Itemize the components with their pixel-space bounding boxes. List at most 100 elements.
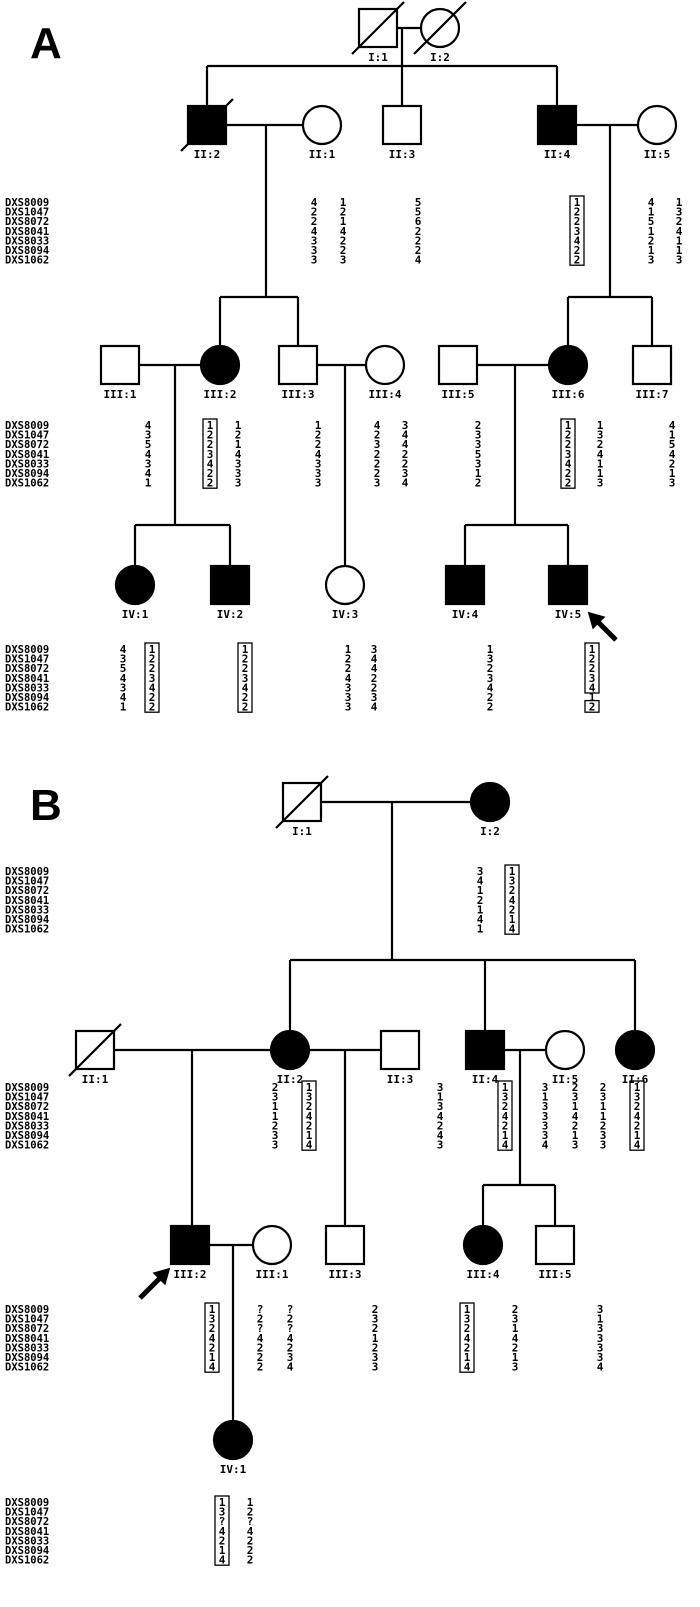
allele: 3 — [219, 1506, 226, 1519]
allele: 2 — [415, 234, 422, 247]
allele: 3 — [145, 457, 152, 470]
allele: 3 — [464, 1313, 471, 1326]
deceased-slash — [68, 1023, 122, 1077]
marker-label: DXS8033 — [5, 1535, 49, 1547]
allele: 3 — [315, 467, 322, 480]
allele: 2 — [345, 662, 352, 675]
allele: 3 — [372, 1361, 379, 1374]
allele: 2 — [502, 1100, 509, 1113]
allele: 2 — [487, 662, 494, 675]
allele: 1 — [565, 419, 572, 432]
disease-haplotype-box — [584, 642, 600, 694]
allele: 2 — [272, 1081, 279, 1094]
allele: 2 — [565, 438, 572, 451]
marker-label: DXS1062 — [5, 1362, 49, 1374]
allele: 5 — [145, 438, 152, 451]
deceased-slash — [413, 1, 467, 55]
disease-haplotype-box — [497, 1080, 513, 1151]
allele: 1 — [600, 1100, 607, 1113]
individual-id: II:6 — [622, 1073, 649, 1086]
allele: 3 — [669, 477, 676, 490]
allele: 3 — [572, 1139, 579, 1152]
allele: 1 — [235, 438, 242, 451]
allele: 2 — [287, 1313, 294, 1326]
allele: 4 — [509, 923, 516, 936]
allele: 4 — [287, 1332, 294, 1345]
allele: 2 — [242, 691, 249, 704]
allele: 2 — [676, 215, 683, 228]
allele: 4 — [345, 672, 352, 685]
allele: 2 — [565, 429, 572, 442]
deceased-slash — [351, 1, 405, 55]
allele: 3 — [345, 701, 352, 714]
panel-a: ADXS8009DXS1047DXS8072DXS8041DXS8033DXS8… — [5, 1, 683, 714]
allele: 1 — [477, 884, 484, 897]
allele: 2 — [235, 429, 242, 442]
allele: 3 — [512, 1313, 519, 1326]
allele: 4 — [207, 457, 214, 470]
individual-id: IV:1 — [220, 1463, 247, 1476]
marker-label: DXS8009 — [5, 1082, 49, 1094]
individual-id: II:4 — [472, 1073, 499, 1086]
allele: 2 — [634, 1100, 641, 1113]
individual-ii-2: II:2 — [180, 98, 234, 161]
individual-id: II:3 — [389, 148, 416, 161]
allele: 2 — [402, 448, 409, 461]
individual-id: II:4 — [544, 148, 571, 161]
allele: 4 — [648, 196, 655, 209]
allele: 4 — [306, 1139, 313, 1152]
female-symbol — [269, 1029, 311, 1071]
allele: 4 — [502, 1139, 509, 1152]
allele: 1 — [242, 643, 249, 656]
marker-label: DXS8072 — [5, 663, 49, 675]
allele: 4 — [669, 419, 676, 432]
allele: 2 — [371, 681, 378, 694]
allele: 1 — [477, 903, 484, 916]
allele: 3 — [597, 1341, 604, 1354]
allele: ? — [219, 1515, 226, 1528]
individual-id: III:5 — [441, 388, 474, 401]
allele: 3 — [371, 691, 378, 704]
female-symbol — [462, 1224, 504, 1266]
allele: 4 — [315, 448, 322, 461]
allele: 2 — [311, 206, 318, 219]
allele: 3 — [235, 457, 242, 470]
allele: 3 — [235, 477, 242, 490]
individual-id: I:1 — [368, 51, 388, 64]
allele: 3 — [372, 1313, 379, 1326]
allele: 2 — [372, 1303, 379, 1316]
marker-label: DXS8009 — [5, 420, 49, 432]
allele: 3 — [589, 672, 596, 685]
allele: 5 — [120, 662, 127, 675]
allele: 3 — [149, 672, 156, 685]
allele: 2 — [340, 244, 347, 257]
allele: 2 — [287, 1341, 294, 1354]
allele: 3 — [306, 1091, 313, 1104]
allele: 3 — [542, 1119, 549, 1132]
allele: 2 — [415, 244, 422, 257]
allele: 2 — [464, 1341, 471, 1354]
female-symbol — [324, 564, 366, 606]
marker-label: DXS8094 — [5, 245, 49, 257]
marker-label: DXS1062 — [5, 1140, 49, 1152]
allele: 4 — [634, 1110, 641, 1123]
allele: 3 — [597, 477, 604, 490]
male-symbol — [324, 1224, 366, 1266]
female-symbol — [636, 104, 678, 146]
allele: 3 — [209, 1313, 216, 1326]
allele: 2 — [340, 206, 347, 219]
marker-label: DXS8094 — [5, 914, 49, 926]
allele: 1 — [464, 1351, 471, 1364]
allele: 3 — [311, 244, 318, 257]
individual-id: II:3 — [387, 1073, 414, 1086]
allele: 2 — [374, 448, 381, 461]
allele: 4 — [219, 1525, 226, 1538]
individual-id: II:1 — [82, 1073, 109, 1086]
allele: 3 — [502, 1091, 509, 1104]
disease-haplotype-box — [204, 1302, 220, 1373]
individual-id: IV:2 — [217, 608, 244, 621]
allele: 3 — [475, 457, 482, 470]
allele: 2 — [574, 244, 581, 257]
